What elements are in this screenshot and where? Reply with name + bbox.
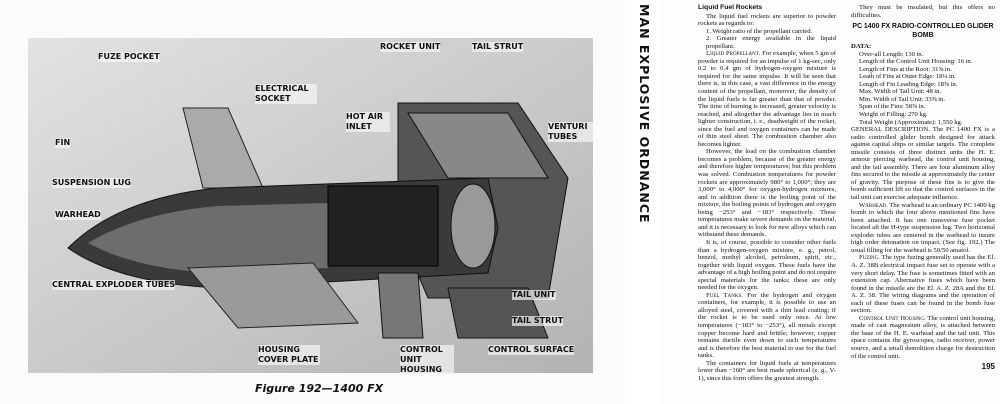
tail-top-plate <box>407 112 549 179</box>
text-column-left: Liquid Fuel Rockets The liquid fuel rock… <box>698 4 836 382</box>
paragraph-text: For the hydrogen and oxygen containers, … <box>698 291 837 360</box>
label-warhead: WARHEAD <box>55 210 101 220</box>
list-item: 1. Weight ratio of the propellant carrie… <box>706 27 813 35</box>
paragraph: The liquid fuel rockets are superior to … <box>698 12 836 28</box>
control-unit-housing-shape <box>327 185 439 267</box>
paragraph: The containers for liquid fuels at tempe… <box>698 359 836 382</box>
label-hot-air-inlet: HOT AIR INLET <box>346 112 390 132</box>
data-item: Over-all Length: 130 in. <box>859 50 924 58</box>
data-item: Length of Fins at the Root: 31⅝ in. <box>859 65 952 73</box>
data-item: Max. Width of Tail Unit: 48 in. <box>859 88 942 96</box>
paragraph: Fuel Tanks. For the hydrogen and oxygen … <box>698 292 836 360</box>
gutter <box>625 0 660 404</box>
data-heading: DATA: <box>851 43 872 51</box>
label-electrical-socket: ELECTRICAL SOCKET <box>255 84 317 104</box>
data-item: Length of the Control Unit Housing: 16 i… <box>859 58 973 66</box>
label-fuze-pocket: FUZE POCKET <box>98 52 160 62</box>
label-tail-strut-top: TAIL STRUT <box>472 42 524 52</box>
run-in-heading: Fuel Tanks. <box>706 291 743 299</box>
section-heading: Liquid Fuel Rockets <box>698 4 763 11</box>
label-housing-cover-plate: HOUSING COVER PLATE <box>258 345 320 365</box>
label-control-unit-housing: CONTROL UNIT HOUSING <box>400 345 454 375</box>
paragraph: However, the load on the combustion cham… <box>698 148 836 239</box>
label-tail-strut-bottom: TAIL STRUT <box>512 316 564 326</box>
paragraph-text: The control unit housing, made of cast m… <box>851 314 996 360</box>
paragraph-text: The type fuzing generally used has the E… <box>851 254 995 315</box>
section-title: PC 1400 FX RADIO-CONTROLLED GLIDER BOMB <box>852 23 994 39</box>
data-item: Min. Width of Tail Unit: 33⅝ in. <box>859 95 946 103</box>
lower-fin <box>186 262 359 329</box>
label-central-exploder-tubes: CENTRAL EXPLODER TUBES <box>52 280 176 290</box>
paragraph: Warhead. The warhead is an ordinary PC 1… <box>851 202 995 255</box>
run-in-heading: Warhead. <box>859 201 888 209</box>
data-item: Total Weight (Approximate): 1,550 kg. <box>859 118 963 126</box>
warhead-shape <box>88 203 328 273</box>
run-in-heading: GENERAL DESCRIPTION. <box>851 126 930 134</box>
label-control-surface: CONTROL SURFACE <box>488 345 575 355</box>
label-tail-unit: TAIL UNIT <box>512 290 556 300</box>
paragraph: Control Unit Housing. The control unit h… <box>851 315 995 360</box>
paragraph: It is, of course, possible to consider o… <box>698 238 836 292</box>
run-in-heading: Fuzing. <box>859 254 880 262</box>
paragraph: Fuzing. The type fuzing generally used h… <box>851 254 995 314</box>
run-in-heading: Control Unit Housing. <box>859 314 926 322</box>
rocket-cutaway-illustration <box>28 38 593 373</box>
text-column-right: They must be insulated, but this offers … <box>851 4 995 372</box>
left-page: FUZE POCKET ELECTRICAL SOCKET ROCKET UNI… <box>28 38 594 395</box>
data-item: Length of Fin Leading Edge: 18⅝ in. <box>859 80 958 88</box>
housing-cover-plate-shape <box>377 272 424 339</box>
data-item: Span of the Fins: 58⅝ in. <box>859 103 926 111</box>
label-rocket-unit: ROCKET UNIT <box>380 42 441 52</box>
spine-running-head: MAN EXPLOSIVE ORDNANCE <box>637 4 652 224</box>
list-item: 2. Greater energy available in the liqui… <box>706 35 836 50</box>
page-number: 195 <box>981 362 995 372</box>
right-page <box>660 0 1000 404</box>
label-venturi-tubes: VENTURI TUBES <box>548 122 594 142</box>
paragraph-text: The PC 1400 FX is a radio controlled gli… <box>851 126 995 202</box>
data-item: Leath of Fins at Outer Edge: 18¼ in. <box>859 73 956 81</box>
label-suspension-lug: SUSPENSION LUG <box>52 178 131 188</box>
paragraph: GENERAL DESCRIPTION. The PC 1400 FX is a… <box>851 126 995 201</box>
paragraph-text: For example, when 5 gm of powder is requ… <box>698 50 836 148</box>
label-fin: FIN <box>55 138 71 148</box>
figure-caption: Figure 192—1400 FX <box>255 382 384 395</box>
data-item: Weight of Filling: 270 kg. <box>859 111 928 119</box>
paragraph: They must be insulated, but this offers … <box>851 4 995 19</box>
paragraph-text: The warhead is an ordinary PC 1400 kg bo… <box>851 201 995 254</box>
run-in-heading: Liquid Propellant. <box>706 50 761 58</box>
venturi-tubes-shape <box>450 183 496 269</box>
paragraph: Liquid Propellant. For example, when 5 g… <box>698 50 836 148</box>
